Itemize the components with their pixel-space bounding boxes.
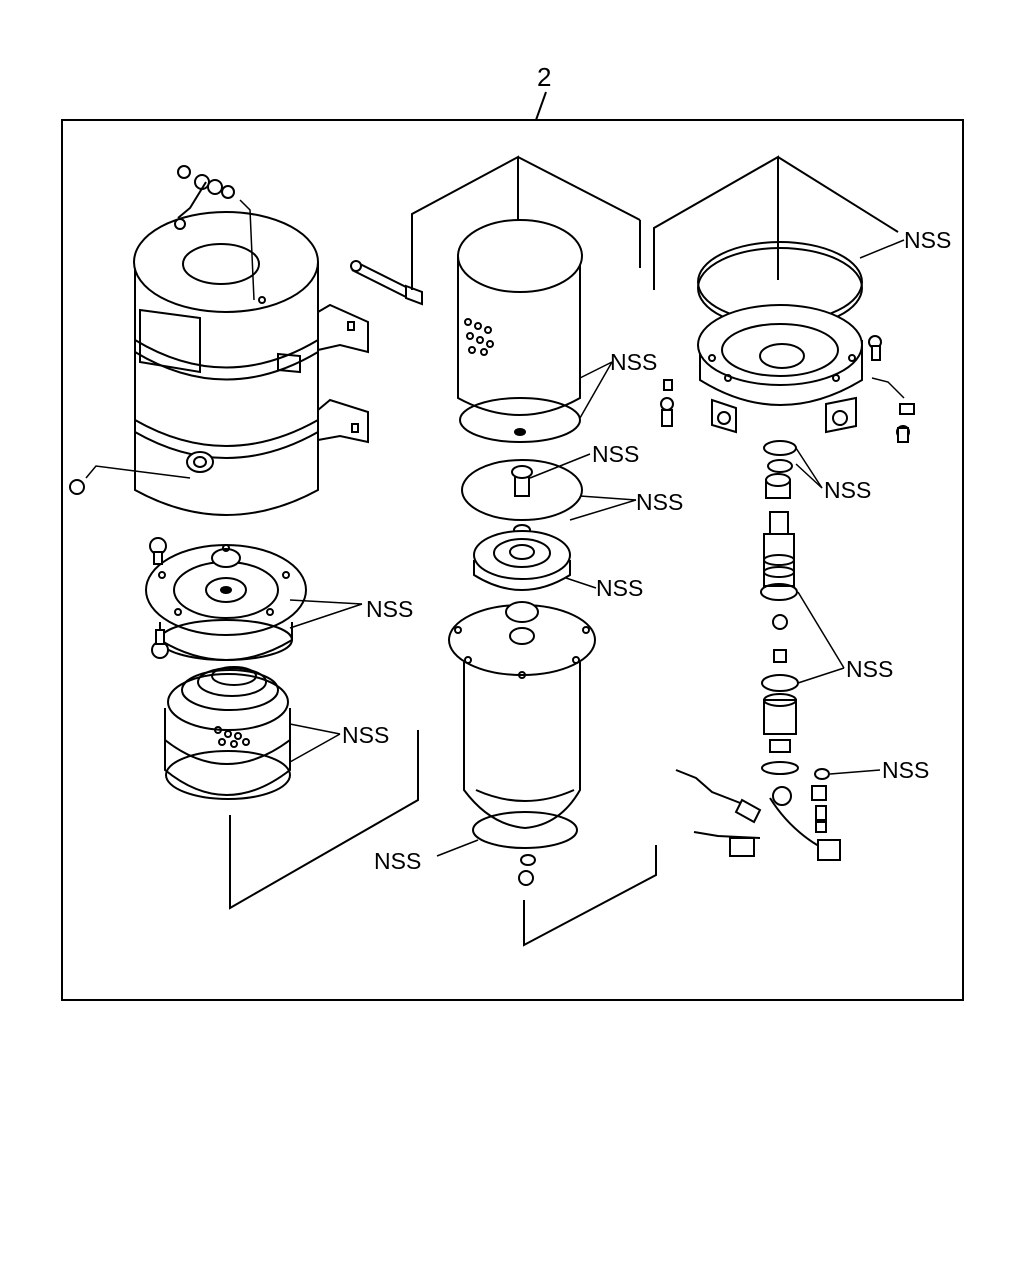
nss-label-filter-bolt: NSS: [592, 441, 639, 467]
top-cap-hardware: [174, 165, 266, 304]
o-rings-pair: [763, 440, 797, 473]
sensor-wiring: [675, 769, 841, 861]
bowl-gasket: [472, 811, 578, 849]
nss-leaders: [289, 239, 905, 857]
nss-label-top-ring: NSS: [904, 227, 951, 253]
washer-right: [814, 768, 830, 780]
lower-seal-assembly: [164, 666, 291, 796]
valve-spool: [760, 511, 798, 601]
middle-group-bracket-top: [411, 155, 519, 290]
nss-label-bowl-gasket: NSS: [374, 848, 421, 874]
lower-housing-bowl: [448, 601, 596, 830]
right-group-bracket-top: [653, 155, 779, 290]
nss-label-flange: NSS: [366, 596, 413, 622]
filter-seal-ring: [459, 397, 581, 443]
filter-spring-seat: [473, 524, 571, 591]
housing-drum: [133, 211, 369, 516]
nss-label-spring-seat: NSS: [596, 575, 643, 601]
flange-plate: [145, 544, 307, 661]
valve-seat: [765, 473, 791, 499]
right-bracket-right: [777, 156, 899, 233]
filter-disc: [461, 459, 583, 521]
drain-plug: [518, 854, 536, 886]
head-bolts-right: [868, 335, 915, 443]
filter-element: [457, 219, 583, 416]
assembly-frame: [61, 119, 964, 1001]
middle-group-bracket-bottom: [523, 845, 657, 947]
mounting-bolt: [350, 260, 423, 306]
small-hardware-stack: [772, 614, 788, 663]
side-nut: [69, 465, 191, 495]
lower-valve-body: [761, 693, 799, 775]
nss-label-filter-disc: NSS: [636, 489, 683, 515]
assembly-ref-leader: [535, 91, 547, 121]
nss-label-valve-seals: NSS: [846, 656, 893, 682]
assembly-ref-number: 2: [537, 62, 551, 92]
flange-bolts: [149, 537, 169, 659]
lower-valve-seal: [761, 674, 799, 692]
nss-label-washer: NSS: [882, 757, 929, 783]
valve-housing-head: [697, 304, 863, 434]
head-bolts-left: [660, 379, 674, 427]
nss-label-filter-seals: NSS: [610, 349, 657, 375]
lower-seal-gasket: [165, 750, 291, 800]
middle-bracket-right: [517, 156, 641, 221]
nss-label-o-rings: NSS: [824, 477, 871, 503]
nss-label-lower-seal: NSS: [342, 722, 389, 748]
